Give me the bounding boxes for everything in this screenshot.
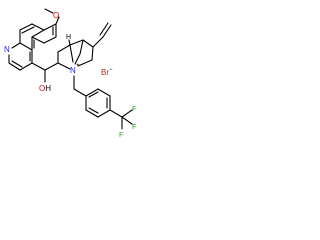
vinyl-bond-2: [102, 24, 112, 38]
bond-pyr-1: [11, 42, 21, 49]
bond-pyr-3: [19, 62, 33, 71]
bridgehead-h-bond: [68, 39, 71, 46]
hydroxyl-label: OH: [39, 84, 51, 93]
molecule-structure-diagram: O N OH: [0, 0, 152, 152]
aryl-bond-6: [85, 88, 99, 97]
aryl-double-1: [88, 107, 99, 114]
quinoline-ring: N: [4, 23, 57, 71]
aryl-bond-2: [85, 109, 99, 118]
bromide-label: Br−: [101, 67, 113, 77]
structure-canvas: O N OH: [4, 8, 137, 139]
methoxy-oxygen-label: O: [53, 11, 59, 20]
bond-benzo-1: [43, 23, 57, 31]
cage-bond-9: [79, 39, 84, 55]
methyl-bond: [44, 8, 54, 14]
fluorine-label-1: F: [132, 104, 137, 113]
cf3-bond: [109, 109, 123, 118]
cage-bond-2: [57, 44, 71, 53]
methoxy-group: O: [44, 8, 60, 25]
cage-bond-7: [57, 62, 71, 70]
bond-benzo-5: [19, 42, 33, 51]
aryl-bond-3: [97, 109, 111, 118]
bond-benzo-double-1: [21, 26, 35, 34]
cage-bond-8: [69, 44, 74, 63]
cage-bond-6: [77, 59, 93, 67]
cage-bond-4: [82, 39, 94, 48]
cf-bond-2: [121, 116, 133, 125]
quinuclidine-cage: H N +: [57, 34, 94, 75]
cf-bond-1: [121, 109, 133, 118]
bridgehead-hydrogen-label: H: [66, 34, 71, 41]
bond-benzo-10: [31, 36, 45, 44]
carbinol-linker: OH: [31, 62, 59, 93]
quinoline-nitrogen-label: N: [4, 45, 10, 54]
ammonium-charge-label: +: [76, 63, 80, 69]
methoxy-o-bond: [55, 16, 60, 25]
bond-benzo-3: [19, 23, 33, 31]
bond-benzo-2: [31, 23, 45, 31]
vinyl-bond-1: [92, 36, 104, 48]
cage-bond-5: [91, 46, 94, 61]
aryl-double-3: [88, 91, 99, 98]
vinyl-double-bond: [99, 22, 109, 36]
benzyl-group: [73, 75, 111, 118]
fluorine-label-2: F: [132, 122, 137, 131]
bond-benzo-9: [43, 36, 57, 44]
cage-bond-3: [69, 39, 84, 46]
bond-pyr-double-1: [11, 60, 23, 68]
trifluoromethyl-group: F F F: [109, 104, 137, 139]
cage-bond-10: [74, 53, 81, 65]
fluorine-label-3: F: [119, 130, 124, 139]
bond-carbinol-to-cage: [44, 62, 59, 71]
bond-ring-to-carbinol: [31, 62, 46, 71]
bond-benzo-7: [31, 29, 45, 38]
aryl-bond-5: [97, 88, 111, 97]
benzyl-ring-bond: [73, 88, 87, 97]
quaternary-nitrogen-label: N: [70, 66, 76, 75]
bond-pyr-4: [8, 62, 21, 71]
vinyl-group: [92, 22, 112, 48]
